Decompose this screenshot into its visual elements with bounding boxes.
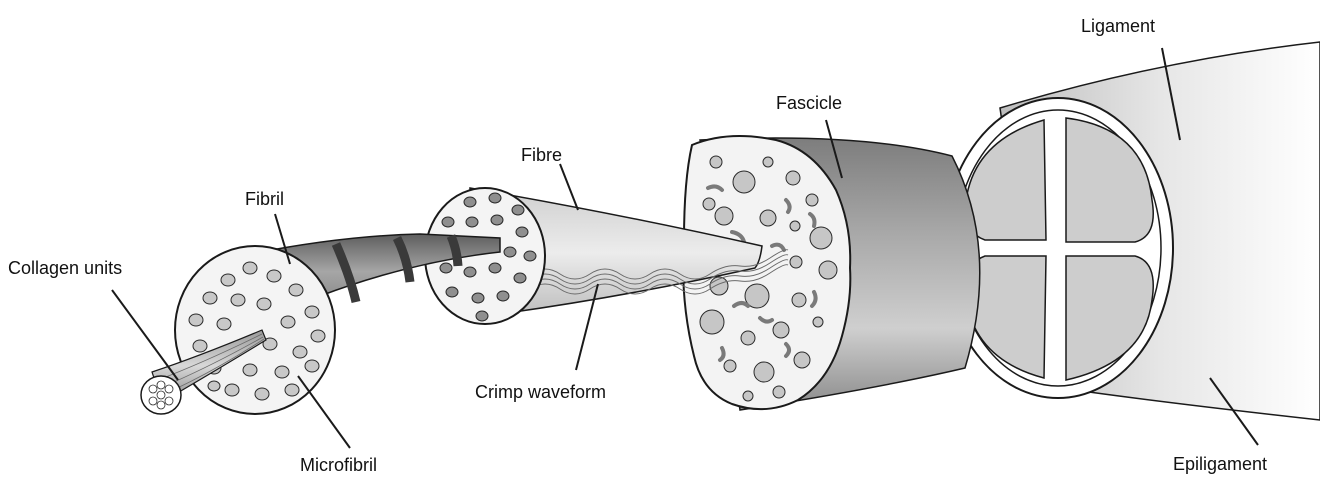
fibre-leader <box>560 164 578 210</box>
collagen-cross-section <box>141 376 181 414</box>
label-collagen-units: Collagen units <box>8 259 122 277</box>
ligament <box>943 42 1320 420</box>
label-fibril: Fibril <box>245 190 284 208</box>
label-epiligament: Epiligament <box>1173 455 1267 473</box>
label-fascicle: Fascicle <box>776 94 842 112</box>
microfibril-leader <box>298 376 350 448</box>
label-crimp-waveform: Crimp waveform <box>475 383 606 401</box>
label-fibre: Fibre <box>521 146 562 164</box>
collagen-units-leader <box>112 290 178 380</box>
label-ligament: Ligament <box>1081 17 1155 35</box>
label-microfibril: Microfibril <box>300 456 377 474</box>
